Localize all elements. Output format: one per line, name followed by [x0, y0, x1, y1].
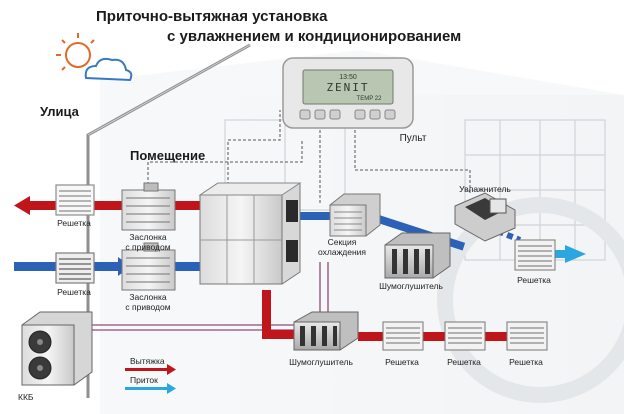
grille-supply-right — [514, 239, 556, 271]
grille-exhaust-out-label: Решетка — [57, 218, 91, 228]
controller-screen-brand: ZENIT — [326, 81, 370, 94]
damper-bottom-label: Заслонка с приводом — [110, 292, 186, 312]
controller-screen-bottom: TEMP 22 — [356, 96, 382, 102]
cooling-label-1: Секция — [327, 237, 357, 247]
silencer-extract — [293, 311, 359, 351]
damper-bottom — [121, 242, 176, 291]
title-line-1: Приточно-вытяжная установка — [96, 8, 328, 25]
legend-exhaust-label: Вытяжка — [130, 356, 165, 366]
controller-label: Пульт — [399, 133, 427, 144]
cooling-section-label: Секция охлаждения — [302, 237, 382, 257]
grille-extract-2-label: Решетка — [447, 357, 481, 367]
humidifier — [454, 192, 516, 242]
grille-intake — [55, 252, 95, 284]
control-wiring — [147, 110, 471, 205]
damper-top-label: Заслонка с приводом — [110, 232, 186, 252]
damper-bottom-label-2: с приводом — [125, 302, 171, 312]
air-handling-unit — [198, 182, 302, 285]
zone-outside-label: Улица — [40, 104, 79, 119]
silencer-supply — [384, 232, 451, 279]
legend-arrows — [125, 364, 176, 394]
damper-bottom-label-1: Заслонка — [129, 292, 167, 302]
grille-exhaust-out — [55, 184, 95, 216]
cooling-section — [329, 193, 381, 237]
damper-top — [121, 182, 176, 231]
cooling-label-2: охлаждения — [318, 247, 366, 257]
legend-supply-label: Приток — [130, 375, 158, 385]
title-line-2: с увлажнением и кондиционированием — [167, 28, 462, 45]
damper-top-label-1: Заслонка — [129, 232, 167, 242]
damper-top-label-2: с приводом — [125, 242, 171, 252]
silencer-supply-label: Шумоглушитель — [379, 281, 443, 291]
humidifier-label: Увлажнитель — [459, 184, 511, 194]
condenser-label: ККБ — [18, 392, 34, 402]
grille-intake-label: Решетка — [57, 287, 91, 297]
grille-extract-3-label: Решетка — [509, 357, 543, 367]
grille-extract-3 — [506, 321, 548, 351]
controller-screen-top: 13:50 — [339, 74, 357, 81]
grille-supply-right-label: Решетка — [517, 275, 551, 285]
grille-extract-1 — [382, 321, 424, 351]
silencer-extract-label: Шумоглушитель — [289, 357, 353, 367]
grille-extract-2 — [444, 321, 486, 351]
grille-extract-1-label: Решетка — [385, 357, 419, 367]
condenser-unit — [21, 311, 93, 386]
zone-room-label: Помещение — [130, 148, 206, 163]
controller-device — [282, 57, 414, 129]
sun-cloud-icon — [56, 33, 133, 82]
